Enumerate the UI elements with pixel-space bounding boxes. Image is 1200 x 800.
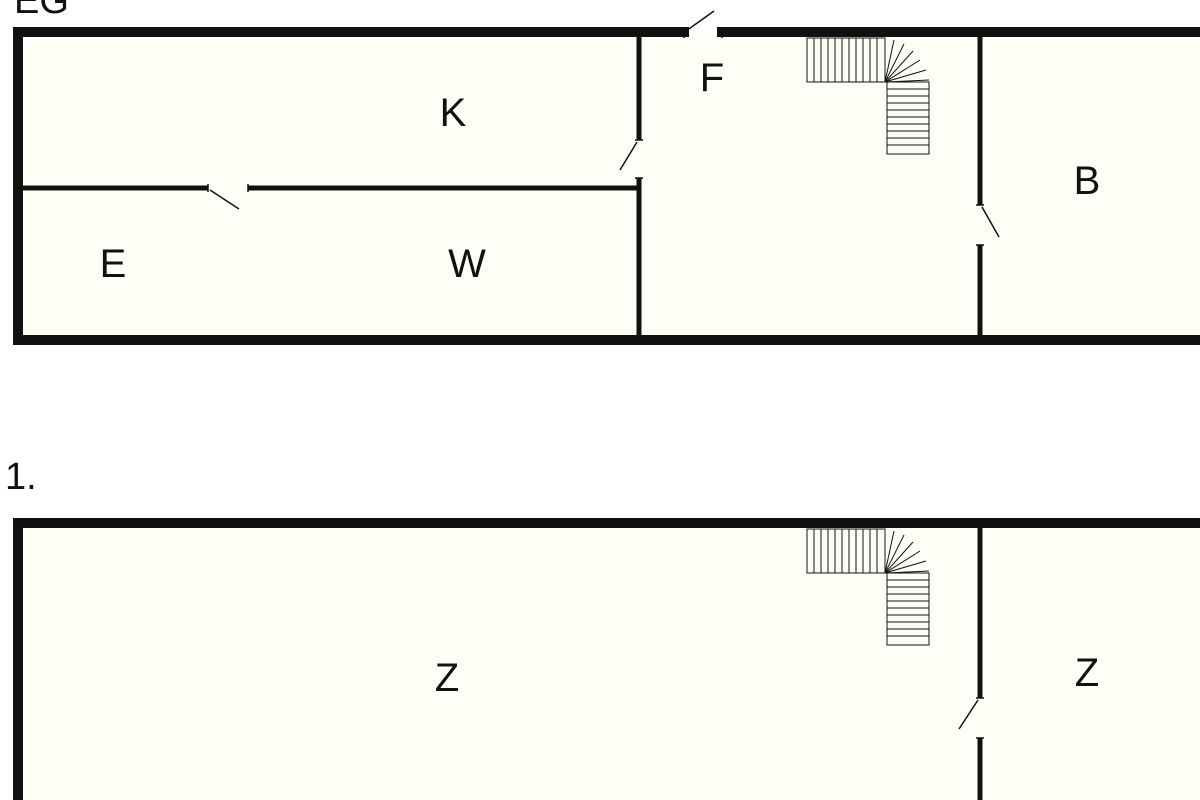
first-floor <box>13 518 1200 800</box>
door-z-z <box>958 697 984 739</box>
room-label-b: B <box>1073 159 1101 203</box>
room-label-z-main: Z <box>434 656 460 700</box>
first-floor-doors <box>958 697 984 739</box>
ground-floor <box>13 10 1200 345</box>
entrance-door <box>683 10 723 38</box>
room-label-w: W <box>448 242 486 286</box>
room-label-e: E <box>99 242 127 286</box>
first-floor-label: 1. <box>5 456 37 498</box>
ground-floor-label: EG <box>14 0 69 22</box>
room-label-k: K <box>439 91 467 135</box>
door-k-hall <box>619 139 643 179</box>
ground-floor-staircase <box>806 37 930 155</box>
first-floor-outer-walls <box>13 518 1200 800</box>
door-hall-b <box>976 204 1000 246</box>
room-label-f: F <box>699 56 725 100</box>
door-k-w <box>207 184 249 210</box>
first-floor-staircase <box>806 528 930 646</box>
ground-floor-doors <box>207 10 1000 246</box>
ground-floor-outer-walls <box>13 27 1200 345</box>
room-label-z-side: Z <box>1074 651 1100 695</box>
ground-floor-interior-walls <box>22 36 983 336</box>
first-floor-area <box>18 523 1200 800</box>
